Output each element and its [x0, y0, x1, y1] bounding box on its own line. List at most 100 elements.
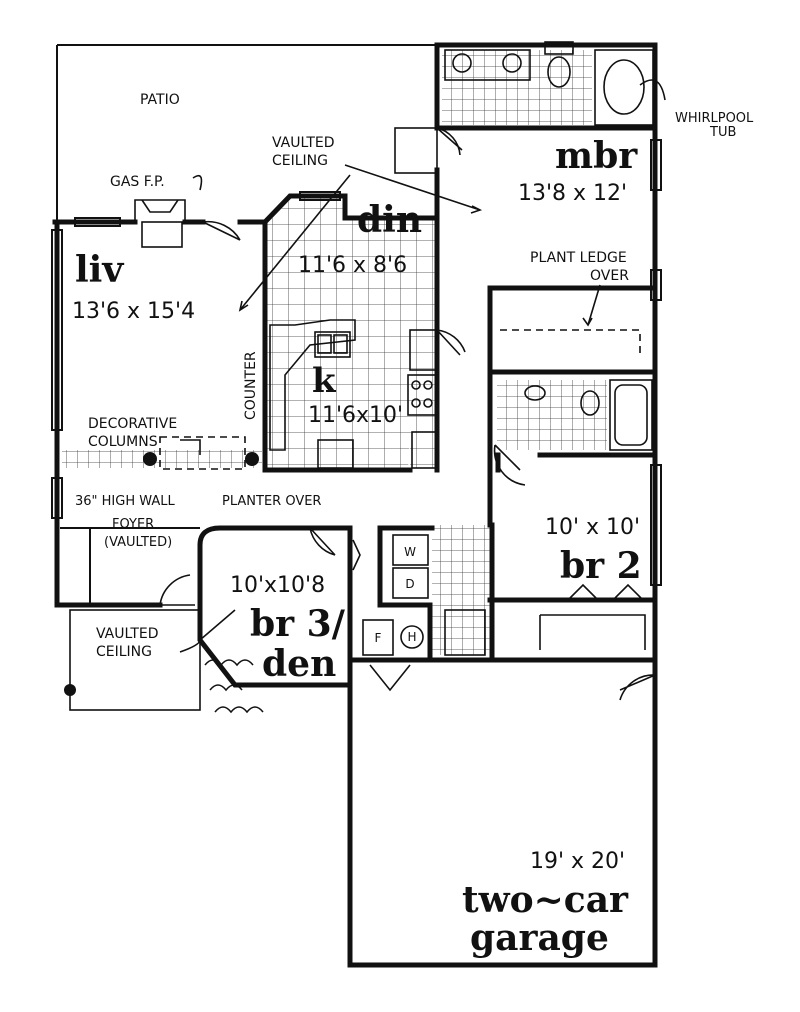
liv-name: liv	[75, 249, 124, 291]
kitchen-dims: 11'6x10'	[308, 403, 403, 428]
laundry-fixtures	[362, 534, 486, 656]
closet-rod-master	[500, 329, 641, 355]
heater-label: H	[407, 630, 416, 644]
leader-columns	[180, 439, 201, 455]
burner-icon	[411, 380, 421, 390]
leader-gas-fp	[192, 174, 203, 191]
arrowhead	[582, 317, 593, 327]
br2-dims: 10' x 10'	[545, 515, 640, 540]
kitchen-counter	[269, 319, 356, 451]
fireplace	[134, 199, 186, 248]
arrowhead	[470, 205, 483, 214]
br3-name: br 3/	[250, 603, 346, 645]
column-icon	[143, 452, 157, 466]
garage-dims: 19' x 20'	[530, 849, 625, 874]
sink-bowl-icon	[333, 334, 348, 354]
wall-laundry	[377, 525, 433, 663]
plant-ledge-over-label: OVER	[590, 268, 629, 284]
leader-vaulted-br3	[179, 609, 236, 653]
kitchen-sink-icon	[314, 331, 351, 358]
garage-name: two~car	[462, 879, 629, 921]
br3-dims: 10'x10'8	[230, 573, 325, 598]
kitchen-fixtures	[269, 319, 437, 469]
plant-ledge-label: PLANT LEDGE	[530, 250, 627, 266]
hall-bath-fixtures	[524, 379, 653, 451]
fireplace-pad	[141, 221, 183, 248]
fireplace-firebox	[141, 199, 179, 213]
window-foyer-west	[51, 477, 63, 519]
toilet-icon	[547, 56, 571, 88]
vaulted-ceiling-bottom-label: VAULTED	[96, 626, 159, 642]
garage-name-2: garage	[470, 917, 609, 959]
vaulted-ceiling-top-label-2: CEILING	[272, 153, 328, 169]
labels: PATIO WHIRLPOOL TUB VAULTED CEILING GAS …	[75, 92, 754, 660]
toilet-icon	[580, 390, 600, 416]
sink-icon	[502, 53, 522, 73]
planter-over-label: PLANTER OVER	[222, 494, 321, 509]
hall-closet	[444, 609, 486, 656]
refrigerator-icon	[409, 329, 437, 371]
burner-icon	[423, 380, 433, 390]
leader-vaulted-mbr	[344, 164, 481, 211]
window-living-west	[51, 229, 63, 431]
window-closet-east	[650, 269, 662, 301]
door-br3	[309, 527, 336, 556]
range-icon	[407, 374, 437, 416]
whirlpool-tub-icon	[594, 49, 654, 126]
door-br2-closet	[567, 583, 644, 601]
room-labels: mbr 13'8 x 12' liv 13'6 x 15'4 din 11'6 …	[72, 135, 642, 959]
column-wall	[64, 436, 259, 711]
burner-icon	[423, 398, 433, 408]
vaulted-ceiling-top-label: VAULTED	[272, 135, 335, 151]
laundry-tile	[432, 525, 492, 655]
dryer-icon	[392, 567, 429, 599]
door-garage-side	[619, 674, 656, 701]
dishwasher-icon	[411, 431, 437, 469]
door-br3-closet	[352, 539, 361, 571]
interior-walls	[60, 125, 658, 663]
vaulted-ceiling-bottom-label-2: CEILING	[96, 644, 152, 660]
toilet-tank-icon	[544, 41, 574, 55]
master-bath-fixtures	[444, 41, 654, 126]
din-name: din	[357, 199, 422, 241]
den-name: den	[262, 643, 336, 685]
master-bath-tile	[442, 50, 592, 125]
sink-icon	[452, 53, 472, 73]
door-patio	[202, 220, 241, 241]
counter-label: COUNTER	[243, 351, 259, 420]
burner-icon	[411, 398, 421, 408]
wall-dining-north	[237, 193, 440, 225]
water-heater-icon	[400, 625, 424, 649]
shrubs	[204, 659, 264, 714]
window-living-north	[74, 217, 121, 227]
dryer-label: D	[405, 577, 414, 591]
utility-chase	[394, 127, 438, 174]
planter-outline	[159, 436, 246, 470]
door-front	[159, 574, 195, 606]
patio-label: PATIO	[140, 92, 180, 108]
leader-lines	[179, 79, 666, 653]
column-wall-tile	[62, 450, 262, 468]
door-master-bath	[436, 127, 463, 156]
foyer-label: FOYER	[112, 517, 154, 532]
door-utility	[369, 664, 411, 692]
vanity	[444, 49, 531, 81]
door-master	[436, 329, 466, 356]
window-br2-east	[650, 464, 662, 586]
shrub-icon	[204, 659, 264, 714]
closet-br2	[540, 614, 646, 650]
door-bath2	[493, 444, 526, 486]
kitchen-name: k	[312, 361, 337, 401]
wall-garage	[347, 657, 658, 968]
closets	[500, 329, 646, 650]
leader-whirlpool	[639, 79, 666, 101]
foyer-vaulted-label: (VAULTED)	[104, 535, 172, 550]
window-dining-north	[299, 191, 341, 201]
windows	[51, 139, 662, 586]
wall-br3-north	[197, 525, 348, 608]
doors	[159, 127, 656, 701]
liv-dims: 13'6 x 15'4	[72, 299, 195, 324]
leader-vaulted-liv	[239, 174, 351, 311]
sink-bowl-icon	[317, 334, 332, 354]
